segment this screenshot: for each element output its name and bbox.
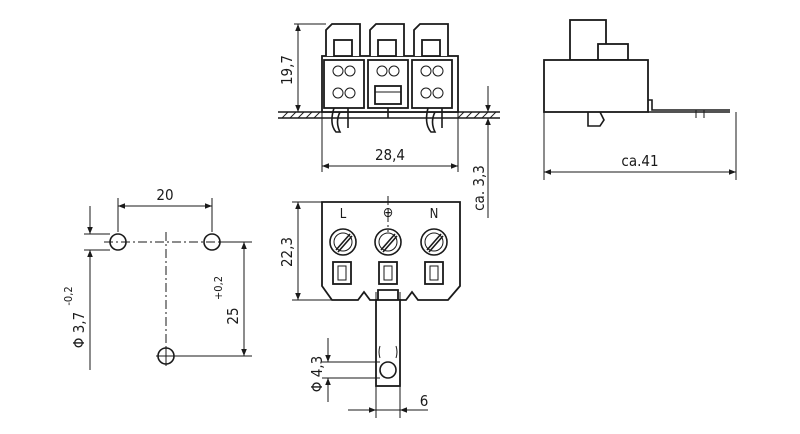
dim-tab-width: 6	[420, 392, 429, 410]
wire-entries	[332, 65, 444, 105]
dim-top-width: 28,4	[375, 146, 405, 164]
tower-middle	[369, 23, 405, 57]
screw-left	[329, 228, 357, 256]
front-view: L ⊕ N 22,3 Φ 4,3 6	[278, 196, 461, 418]
dim-hole-diameter-tolerance: -0,2	[62, 286, 75, 305]
dim-hole-offset-tolerance: +0,2	[212, 276, 225, 300]
clamp-windows	[332, 261, 444, 285]
terminal-mark-left: L	[340, 207, 347, 222]
screw-right	[420, 228, 448, 256]
plate-hatching	[281, 111, 497, 119]
dim-front-height: 22,3	[278, 237, 296, 267]
dim-side-length: ca.41	[621, 152, 658, 170]
ground-tab	[375, 299, 401, 387]
side-body	[543, 59, 649, 113]
dim-hole-diameter: Φ 3,7	[70, 312, 88, 348]
dim-tab-hole-diameter: Φ 4,3	[308, 356, 326, 392]
terminal-mark-right: N	[430, 207, 439, 222]
side-view: ca.41	[543, 19, 737, 180]
tab-hole	[379, 361, 397, 379]
top-view: 19,7 28,4 ca. 3,3	[278, 23, 500, 218]
dim-top-height: 19,7	[278, 55, 296, 85]
dim-plate-thickness: ca. 3,3	[470, 165, 488, 211]
middle-clamp	[374, 85, 402, 105]
dim-hole-spacing: 20	[156, 186, 173, 204]
tower-right	[413, 23, 449, 57]
hole-pattern-view: 20 Φ 3,7 -0,2 25 +0,2	[62, 186, 252, 370]
cell-right	[411, 59, 453, 109]
tower-left	[325, 23, 361, 57]
dim-hole-offset: 25	[224, 307, 242, 324]
cell-left	[323, 59, 365, 109]
screw-middle	[374, 228, 402, 256]
